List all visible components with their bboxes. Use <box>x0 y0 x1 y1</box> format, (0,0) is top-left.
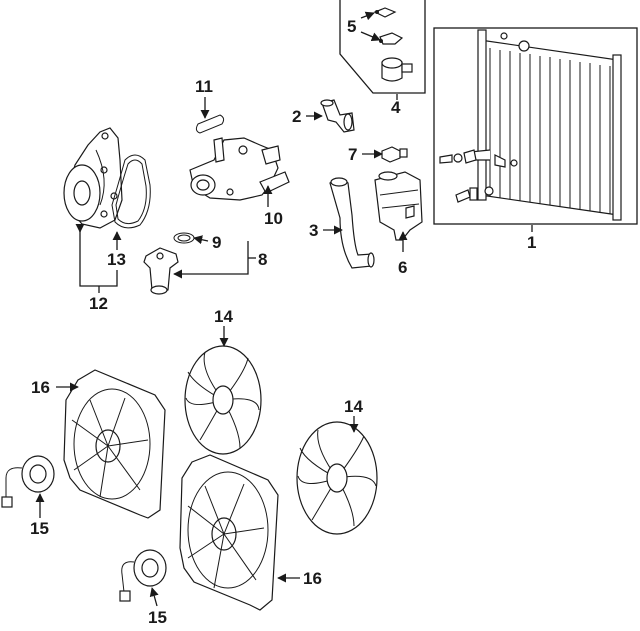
callout-16-lower: 16 <box>303 569 322 588</box>
callout-16-upper: 16 <box>31 378 50 397</box>
callout-13: 13 <box>107 250 126 269</box>
callout-14-lower: 14 <box>344 397 363 416</box>
callout-15-lower: 15 <box>148 608 167 627</box>
callout-4: 4 <box>391 98 401 117</box>
callout-12: 12 <box>89 294 108 313</box>
callout-5: 5 <box>347 17 356 36</box>
radiator-cap-part <box>339 0 426 100</box>
temp-sensor-part <box>381 146 408 163</box>
callout-7: 7 <box>348 145 357 164</box>
thermostat-housing-part <box>189 137 290 201</box>
thermostat-part <box>143 232 195 295</box>
lower-hose-part <box>329 177 375 269</box>
fan-motor-part <box>119 549 167 602</box>
callout-8: 8 <box>258 250 267 269</box>
callout-14-upper: 14 <box>214 307 233 326</box>
fan-shroud-part <box>179 454 279 611</box>
fan-blade-part <box>296 421 378 535</box>
fan-shroud-part <box>63 369 166 519</box>
reservoir-part <box>374 171 423 241</box>
pump-gasket-part <box>111 154 151 229</box>
fan-blade-part <box>184 345 262 455</box>
callout-15-upper: 15 <box>30 519 49 538</box>
fan-motor-part <box>1 455 55 508</box>
callout-6: 6 <box>398 258 407 277</box>
callout-1: 1 <box>527 233 536 252</box>
callout-9: 9 <box>212 233 221 252</box>
leader-lines <box>35 11 408 607</box>
radiator-part <box>433 27 638 232</box>
callout-3: 3 <box>309 221 318 240</box>
water-pump-part <box>63 127 123 229</box>
upper-hose-part <box>320 99 355 133</box>
callout-11: 11 <box>195 77 213 96</box>
callout-2: 2 <box>292 107 301 126</box>
callout-10: 10 <box>264 209 283 228</box>
o-ring-part <box>195 114 225 134</box>
